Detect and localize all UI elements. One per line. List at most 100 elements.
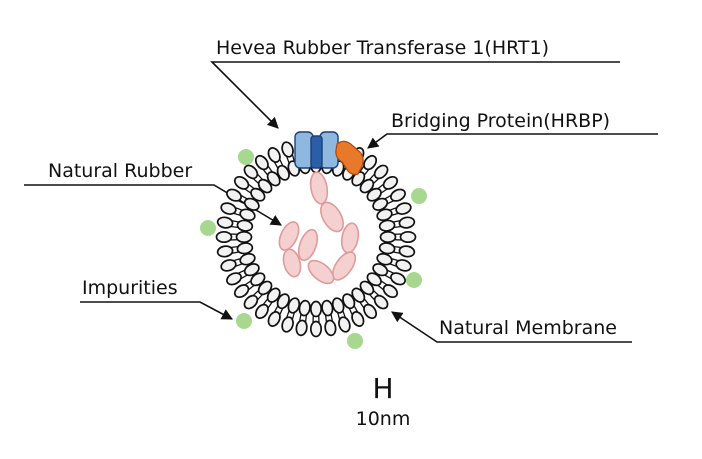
hrbp-label: Bridging Protein(HRBP) bbox=[391, 110, 610, 132]
lipid-head bbox=[281, 316, 294, 333]
lipid-head bbox=[378, 242, 396, 255]
hrt1-leader bbox=[210, 61, 620, 129]
lipid-head bbox=[220, 202, 237, 215]
lipid-head bbox=[276, 164, 290, 181]
lipid-head bbox=[266, 171, 281, 187]
impurity-particle bbox=[200, 220, 216, 236]
rubber-segment bbox=[331, 251, 357, 281]
lipid-head bbox=[363, 303, 378, 320]
lipid-head bbox=[351, 171, 366, 187]
lipid-head bbox=[298, 299, 311, 317]
lipid-head bbox=[233, 284, 250, 299]
lipid-head bbox=[235, 230, 253, 244]
impurity-particle bbox=[347, 333, 363, 349]
lipid-head bbox=[382, 284, 399, 299]
lipid-head bbox=[250, 272, 266, 287]
lipid-head bbox=[309, 300, 323, 318]
lipid-head bbox=[376, 252, 393, 266]
hrt1-protein-complex bbox=[294, 131, 339, 169]
lipid-head bbox=[342, 293, 356, 310]
lipid-head bbox=[243, 294, 259, 310]
lipid-head bbox=[236, 242, 254, 255]
hrbp-leader bbox=[367, 133, 658, 149]
lipid-head bbox=[236, 219, 254, 232]
lipid-head bbox=[359, 280, 375, 296]
lipid-head bbox=[351, 311, 365, 327]
lipid-head bbox=[324, 319, 337, 337]
lipid-head bbox=[399, 230, 417, 244]
lipid-head bbox=[379, 230, 397, 244]
natural-rubber-chain bbox=[278, 171, 360, 285]
scale-bar-glyph: H bbox=[372, 372, 393, 405]
lipid-head bbox=[233, 175, 250, 190]
scale-bar: H 10nm bbox=[356, 372, 411, 430]
lipid-head bbox=[250, 187, 266, 202]
rubber-segment bbox=[307, 259, 335, 285]
lipid-head bbox=[372, 263, 389, 277]
impurity-particle bbox=[238, 149, 254, 165]
hrbp-protein bbox=[335, 140, 364, 175]
lipid-head bbox=[243, 263, 260, 277]
lipid-head bbox=[378, 219, 396, 232]
impurity-particles bbox=[200, 149, 427, 349]
lipid-head bbox=[226, 188, 242, 202]
rubber-segment bbox=[309, 171, 329, 205]
lipid-head bbox=[215, 230, 233, 244]
lipid-head bbox=[257, 178, 273, 194]
lipid-head bbox=[267, 147, 281, 163]
lipid-head bbox=[266, 287, 281, 303]
membrane-label: Natural Membrane bbox=[439, 317, 617, 339]
lipid-head bbox=[254, 303, 269, 320]
lipid-head bbox=[309, 320, 323, 338]
lipid-head bbox=[226, 272, 242, 286]
lipid-head bbox=[363, 154, 378, 171]
lipid-head bbox=[267, 311, 281, 327]
hrt1-core bbox=[310, 135, 323, 169]
lipid-head bbox=[390, 272, 406, 286]
lipid-head bbox=[366, 187, 382, 202]
lipid-head bbox=[216, 216, 234, 229]
lipid-head bbox=[395, 202, 412, 215]
membrane-leader bbox=[391, 311, 632, 343]
impurity-particle bbox=[236, 313, 252, 329]
lipid-head bbox=[276, 293, 290, 310]
scale-bar-value: 10nm bbox=[356, 408, 411, 430]
lipid-head bbox=[366, 272, 382, 287]
lipid-head bbox=[373, 164, 389, 180]
rubber-segment bbox=[278, 221, 300, 251]
lipid-head bbox=[243, 197, 260, 211]
lipid-head bbox=[295, 319, 308, 337]
natural-rubber-label: Natural Rubber bbox=[48, 160, 192, 182]
rubber-segment bbox=[282, 248, 302, 278]
lipid-head bbox=[390, 188, 406, 202]
lipid-head bbox=[216, 245, 234, 258]
lipid-head bbox=[257, 280, 273, 296]
impurities-leader bbox=[80, 301, 233, 320]
leader-lines bbox=[24, 61, 658, 343]
lipid-head bbox=[382, 175, 399, 190]
natural-rubber-leader bbox=[24, 184, 282, 226]
impurities-label: Impurities bbox=[82, 277, 178, 299]
lipid-head bbox=[395, 259, 412, 272]
lipid-head bbox=[373, 294, 389, 310]
rubber-segment bbox=[297, 228, 319, 262]
hrt1-subunit-right bbox=[319, 131, 339, 169]
lipid-head bbox=[372, 197, 389, 211]
lipid-head bbox=[398, 245, 416, 258]
lipid-head bbox=[321, 299, 334, 317]
impurity-particle bbox=[406, 272, 422, 288]
rubber-segment bbox=[320, 201, 344, 233]
hrbp-shape bbox=[335, 140, 364, 175]
lipid-head bbox=[338, 316, 351, 333]
hrt1-label: Hevea Rubber Transferase 1(HRT1) bbox=[216, 37, 549, 59]
lipid-head bbox=[243, 164, 259, 180]
lipid-head bbox=[220, 259, 237, 272]
lipid-head bbox=[254, 154, 269, 171]
lipid-head bbox=[351, 287, 366, 303]
lipid-head bbox=[398, 216, 416, 229]
lipid-head bbox=[287, 297, 301, 314]
lipid-head bbox=[281, 141, 294, 158]
impurity-particle bbox=[411, 188, 427, 204]
lipid-head bbox=[239, 208, 256, 222]
